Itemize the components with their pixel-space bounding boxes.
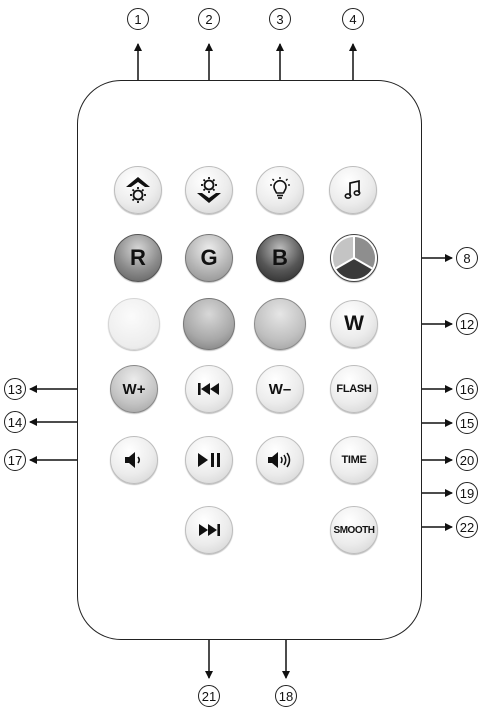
skip-back-icon [198, 383, 219, 395]
callout-19: 19 [456, 482, 478, 504]
remote-control-body [77, 80, 422, 640]
flash-button[interactable]: FLASH [330, 365, 378, 413]
smooth-button-label: SMOOTH [333, 524, 375, 536]
callout-13: 13 [4, 378, 26, 400]
callout-4: 4 [342, 8, 364, 30]
light-bulb-icon [270, 177, 290, 199]
white-button-label: W [344, 312, 364, 335]
volume-up-button[interactable] [256, 436, 304, 484]
time-button[interactable]: TIME [330, 436, 378, 484]
white-plus-button[interactable]: W+ [110, 365, 158, 413]
blue-button[interactable]: B [256, 234, 304, 282]
white-plus-label: W+ [122, 380, 146, 398]
red-button[interactable]: R [114, 234, 162, 282]
next-button[interactable] [185, 506, 233, 554]
smooth-button[interactable]: SMOOTH [330, 506, 378, 554]
callout-17: 17 [4, 449, 26, 471]
callout-1: 1 [127, 8, 149, 30]
callout-8: 8 [456, 247, 478, 269]
callout-12: 12 [456, 313, 478, 335]
callout-3: 3 [269, 8, 291, 30]
green-button[interactable]: G [185, 234, 233, 282]
white-button[interactable]: W [330, 300, 378, 348]
white-minus-button[interactable]: W– [256, 365, 304, 413]
play-pause-icon [198, 453, 220, 467]
brightness-down-icon [197, 177, 221, 203]
callout-20: 20 [456, 449, 478, 471]
blank-button-2[interactable] [183, 298, 235, 350]
volume-down-icon [125, 452, 141, 468]
callout-18: 18 [275, 685, 297, 707]
callout-21: 21 [198, 685, 220, 707]
callout-16: 16 [456, 378, 478, 400]
callout-2: 2 [198, 8, 220, 30]
blue-button-label: B [272, 245, 288, 270]
light-bulb-button[interactable] [256, 166, 304, 214]
red-button-label: R [130, 245, 146, 270]
color-wheel-icon [332, 237, 376, 280]
blank-button-3[interactable] [254, 298, 306, 350]
flash-button-label: FLASH [336, 383, 372, 395]
time-button-label: TIME [341, 454, 367, 466]
callout-22: 22 [456, 516, 478, 538]
brightness-up-button[interactable] [114, 166, 162, 214]
play-pause-button[interactable] [185, 436, 233, 484]
green-button-label: G [200, 245, 218, 270]
callout-14: 14 [4, 411, 26, 433]
color-wheel-button[interactable] [330, 234, 378, 282]
music-mode-button[interactable] [329, 166, 377, 214]
blank-button-1[interactable] [108, 298, 160, 350]
white-minus-label: W– [268, 380, 292, 398]
skip-forward-icon [199, 524, 220, 536]
brightness-up-icon [126, 177, 150, 203]
brightness-down-button[interactable] [185, 166, 233, 214]
music-note-icon [344, 179, 361, 199]
previous-button[interactable] [185, 365, 233, 413]
callout-15: 15 [456, 412, 478, 434]
volume-down-button[interactable] [110, 436, 158, 484]
volume-up-icon [268, 452, 291, 468]
